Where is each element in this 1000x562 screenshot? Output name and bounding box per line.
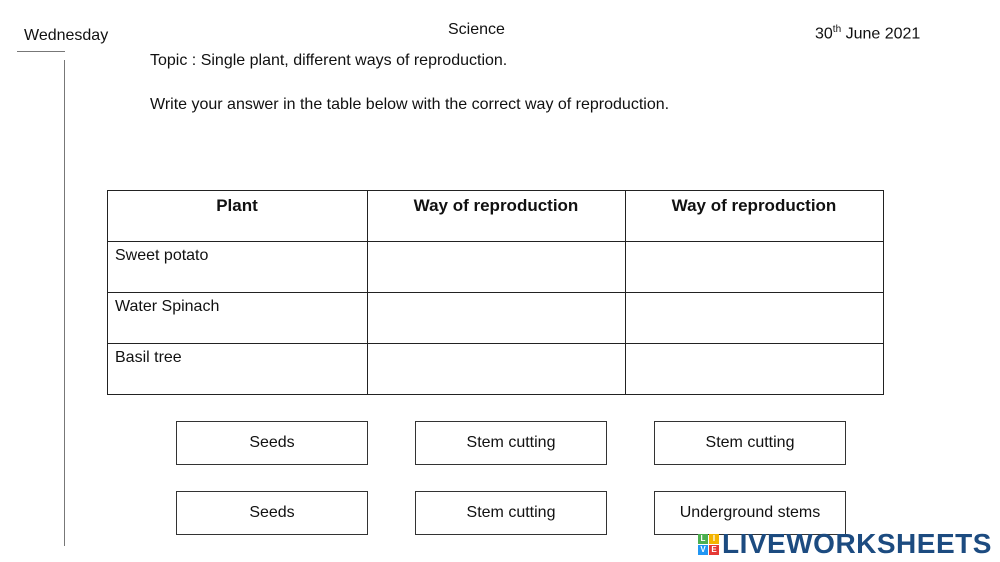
header-plant: Plant <box>107 190 368 242</box>
date-day: 30 <box>815 25 833 43</box>
draggable-option-underground-stems[interactable]: Underground stems <box>654 491 846 535</box>
table-row: Sweet potato <box>107 241 884 293</box>
plant-cell: Basil tree <box>107 343 368 395</box>
divider <box>17 51 65 52</box>
answer-drop-cell[interactable] <box>625 292 884 344</box>
date-rest: June 2021 <box>841 25 921 43</box>
table-row: Basil tree <box>107 343 884 395</box>
draggable-option-stem-cutting[interactable]: Stem cutting <box>415 491 607 535</box>
header-way-1: Way of reproduction <box>367 190 626 242</box>
header-way-2: Way of reproduction <box>625 190 884 242</box>
answer-drop-cell[interactable] <box>625 343 884 395</box>
logo-tiles-icon: L I V E <box>698 533 719 555</box>
draggable-option-stem-cutting[interactable]: Stem cutting <box>415 421 607 465</box>
logo-tile: I <box>709 533 719 544</box>
liveworksheets-logo: L I V E LIVEWORKSHEETS <box>698 528 992 560</box>
draggable-option-stem-cutting[interactable]: Stem cutting <box>654 421 846 465</box>
date-suffix: th <box>832 24 842 35</box>
logo-tile: E <box>709 544 719 555</box>
table-header-row: Plant Way of reproduction Way of reprodu… <box>107 190 884 242</box>
table-row: Water Spinach <box>107 292 884 344</box>
answer-drop-cell[interactable] <box>367 292 626 344</box>
draggable-option-seeds[interactable]: Seeds <box>176 491 368 535</box>
date-label: 30th June 2021 <box>815 24 920 43</box>
plant-cell: Water Spinach <box>107 292 368 344</box>
logo-tile: V <box>698 544 708 555</box>
margin-line <box>64 60 65 546</box>
answer-table: Plant Way of reproduction Way of reprodu… <box>107 190 884 395</box>
topic: Topic : Single plant, different ways of … <box>150 52 508 69</box>
draggable-option-seeds[interactable]: Seeds <box>176 421 368 465</box>
subject-label: Science <box>448 21 505 38</box>
plant-cell: Sweet potato <box>107 241 368 293</box>
day-label: Wednesday <box>24 27 109 44</box>
logo-text: LIVEWORKSHEETS <box>722 528 992 559</box>
logo-tile: L <box>698 533 708 544</box>
instruction: Write your answer in the table below wit… <box>150 96 670 113</box>
answer-drop-cell[interactable] <box>367 343 626 395</box>
answer-drop-cell[interactable] <box>625 241 884 293</box>
answer-drop-cell[interactable] <box>367 241 626 293</box>
